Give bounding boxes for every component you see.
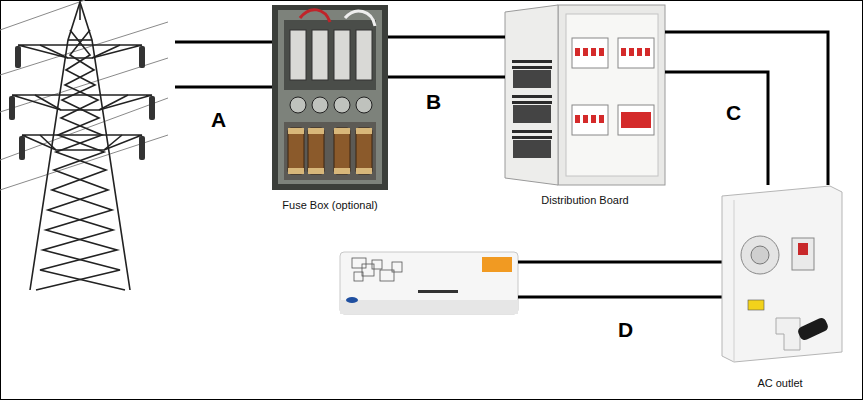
wire-label: C xyxy=(724,101,743,125)
wire-connector xyxy=(388,36,505,39)
component-box: Distribution Board xyxy=(505,5,665,207)
wire-label: B xyxy=(424,90,443,114)
component-box: Fuse Box (optional) xyxy=(272,5,388,212)
component-box: AC outlet xyxy=(718,185,842,390)
wire-connector xyxy=(388,76,505,79)
component-caption: AC outlet xyxy=(756,377,803,390)
wire-connector xyxy=(665,72,768,185)
wire-label: D xyxy=(616,318,635,342)
wire-connector xyxy=(665,32,828,185)
component-caption: Fuse Box (optional) xyxy=(281,199,378,212)
component-caption: Distribution Board xyxy=(540,194,629,207)
wire-label: A xyxy=(209,108,228,132)
